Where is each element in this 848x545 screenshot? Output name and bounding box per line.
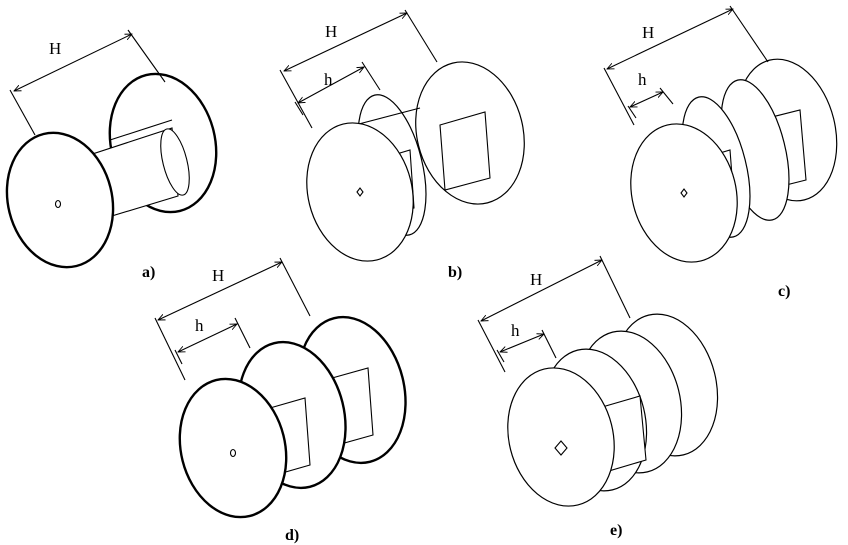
front-flange bbox=[306, 122, 414, 262]
dimension-label-H: H bbox=[49, 39, 61, 58]
front-flange bbox=[507, 367, 615, 507]
front-flange bbox=[178, 377, 288, 519]
panel-caption-b: b) bbox=[448, 264, 462, 281]
front-flange bbox=[5, 131, 115, 269]
h-total-dimension-line bbox=[14, 33, 132, 92]
dimension-label-H: H bbox=[212, 266, 224, 285]
dimension-label-H: H bbox=[530, 270, 542, 289]
panel-caption-c: c) bbox=[778, 283, 790, 300]
panel-caption-a: a) bbox=[142, 264, 155, 281]
dimension-label-H: H bbox=[642, 23, 654, 42]
h-total-dimension-line bbox=[607, 8, 733, 70]
h-section-dimension-line bbox=[500, 334, 544, 352]
dimension-label-h: h bbox=[324, 70, 333, 89]
panel-d: H h d) bbox=[154, 257, 407, 544]
h-section-dimension-line bbox=[298, 67, 364, 103]
dimension-label-H: H bbox=[325, 22, 337, 41]
panel-caption-e: e) bbox=[610, 522, 622, 539]
h-section-dimension-line bbox=[630, 91, 663, 108]
panel-caption-d: d) bbox=[285, 527, 299, 544]
panel-a: H a) bbox=[5, 29, 218, 281]
panel-e: H h e) bbox=[477, 255, 719, 539]
h-total-dimension-line bbox=[481, 260, 602, 321]
panel-c: H h c) bbox=[603, 5, 838, 300]
dimension-label-h: h bbox=[195, 316, 204, 335]
center-hole bbox=[356, 187, 364, 197]
front-flange bbox=[630, 123, 738, 263]
dimension-label-h: h bbox=[638, 70, 647, 89]
dimension-label-h: h bbox=[511, 321, 520, 340]
h-total-dimension-line bbox=[284, 12, 407, 72]
center-hole bbox=[54, 199, 62, 209]
center-hole bbox=[229, 448, 237, 458]
h-total-dimension-line bbox=[158, 261, 282, 321]
h-section-dimension-line bbox=[178, 323, 237, 353]
center-hole bbox=[554, 440, 568, 456]
center-hole bbox=[680, 188, 688, 198]
panel-b: H h b) bbox=[279, 9, 525, 281]
